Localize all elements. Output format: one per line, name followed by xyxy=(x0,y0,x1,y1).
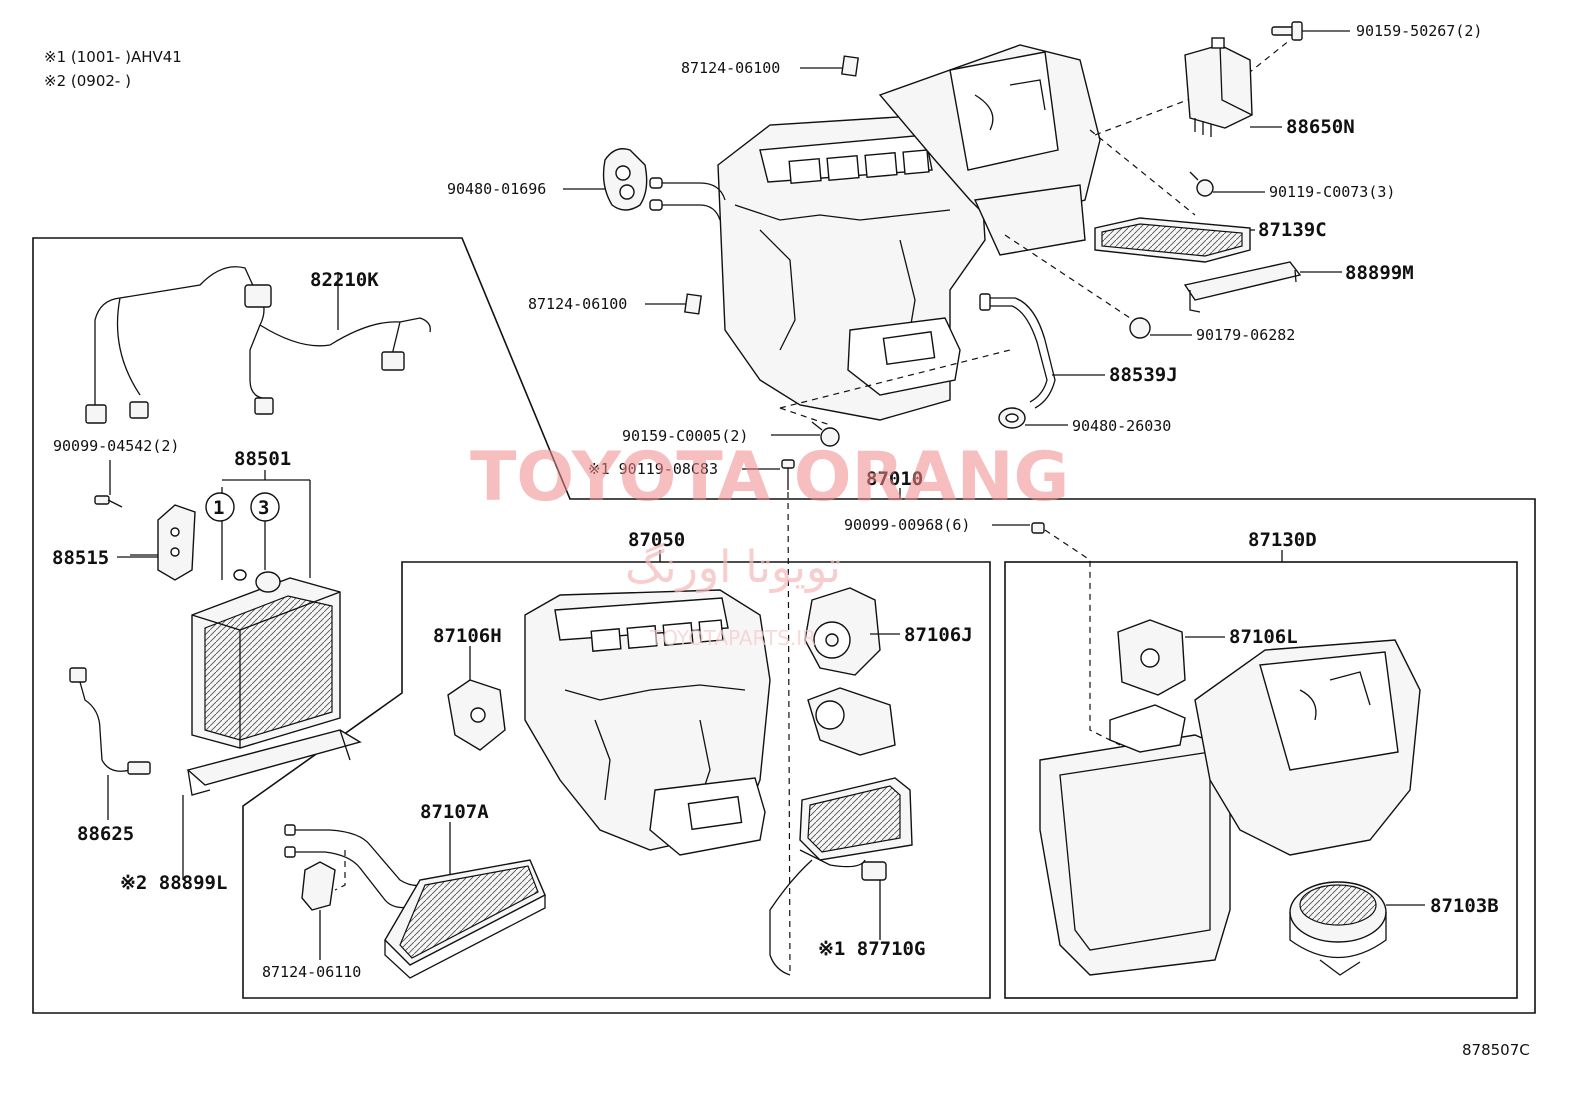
callout-1-label: 1 xyxy=(213,497,224,519)
watermark-brand: TOYOTA ORANG xyxy=(470,438,1069,517)
frame-87050 xyxy=(242,561,991,999)
screw-90119-C0073-drawing xyxy=(1189,171,1214,197)
hose-88539J-drawing xyxy=(979,293,1056,409)
callout-circle-1 xyxy=(205,492,235,522)
label-88650N: 88650N xyxy=(1286,116,1355,138)
label-87124-06100-mid: 87124-06100 xyxy=(528,295,627,313)
sensor-88625-drawing xyxy=(69,667,151,775)
screw-90159-50267-drawing xyxy=(1271,21,1303,41)
label-90480-26030: 90480-26030 xyxy=(1072,417,1171,435)
screw-90119-08C83-drawing xyxy=(781,459,795,976)
label-82210K: 82210K xyxy=(310,269,379,291)
leader-lines xyxy=(107,30,1425,960)
cover-88899L-drawing xyxy=(186,729,362,796)
frame-outer-87010 xyxy=(32,237,1536,1014)
frame-87130D xyxy=(1004,561,1518,999)
label-90099-04542: 90099-04542(2) xyxy=(53,437,179,455)
hvac-assembly-drawing xyxy=(649,39,1291,426)
label-88501: 88501 xyxy=(234,448,291,470)
label-87050: 87050 xyxy=(628,529,685,551)
label-87710G: ※1 87710G xyxy=(818,938,925,960)
label-88899L: ※2 88899L xyxy=(120,872,227,894)
label-87130D: 87130D xyxy=(1248,529,1317,551)
label-90119-08C83: ※1 90119-08C83 xyxy=(588,460,718,478)
label-90099-00968: 90099-00968(6) xyxy=(844,516,970,534)
screw-90099-00968-drawing xyxy=(1031,522,1121,746)
blower-motor-87103B-drawing xyxy=(1289,881,1387,976)
heater-case-87050-drawing xyxy=(524,589,771,856)
label-87107A: 87107A xyxy=(420,801,489,823)
grommet-90480-26030-drawing xyxy=(998,407,1026,429)
blower-case-87130D-drawing xyxy=(1039,639,1421,976)
callout-3-label: 3 xyxy=(258,497,269,519)
label-90159-50267: 90159-50267(2) xyxy=(1356,22,1482,40)
expansion-valve-88515-drawing xyxy=(130,504,196,581)
harness-87710G-drawing xyxy=(769,777,913,976)
label-90480-01696: 90480-01696 xyxy=(447,180,546,198)
label-90159-C0005: 90159-C0005(2) xyxy=(622,427,748,445)
evaporator-88501-drawing xyxy=(191,479,341,749)
filter-87139C-drawing xyxy=(1094,217,1251,263)
figure-code: 878507C xyxy=(1462,1041,1530,1059)
clip-87124-06110-drawing xyxy=(301,850,346,911)
watermark-arabic: تويوتا اورنگ xyxy=(625,542,841,593)
label-88625: 88625 xyxy=(77,823,134,845)
wire-harness-82210K-drawing xyxy=(85,266,431,424)
servo-87106J-drawing xyxy=(804,587,896,756)
label-87010: 87010 xyxy=(866,468,923,490)
grommet-90179-06282-drawing xyxy=(1129,317,1151,339)
label-90179-06282: 90179-06282 xyxy=(1196,326,1295,344)
label-87139C: 87139C xyxy=(1258,219,1327,241)
clip-87124-06100-mid-drawing xyxy=(684,293,702,315)
label-87103B: 87103B xyxy=(1430,895,1499,917)
label-90119-C0073: 90119-C0073(3) xyxy=(1269,183,1395,201)
cover-88899M-drawing xyxy=(1183,261,1302,313)
label-87106L: 87106L xyxy=(1229,626,1298,648)
grommet-90480-01696-drawing xyxy=(602,148,648,211)
servo-87106L-drawing xyxy=(1117,619,1186,696)
note-2: ※2 (0902- ) xyxy=(44,72,131,90)
label-87106J: 87106J xyxy=(904,624,973,646)
label-87124-06100-top: 87124-06100 xyxy=(681,59,780,77)
clip-87124-06100-top-drawing xyxy=(841,55,859,77)
servo-87106H-drawing xyxy=(447,679,506,751)
note-1: ※1 (1001- )AHV41 xyxy=(44,48,182,66)
amplifier-88650N-drawing xyxy=(1184,37,1253,137)
heater-core-87107A-drawing xyxy=(284,824,546,979)
label-87124-06110: 87124-06110 xyxy=(262,963,361,981)
screw-90159-C0005-drawing xyxy=(811,421,840,447)
callout-circle-3 xyxy=(250,492,280,522)
label-88539J: 88539J xyxy=(1109,364,1178,386)
screw-90099-04542-drawing xyxy=(94,495,123,508)
label-88515: 88515 xyxy=(52,547,109,569)
label-88899M: 88899M xyxy=(1345,262,1414,284)
label-87106H: 87106H xyxy=(433,625,502,647)
watermark-sub: TOYOTAPARTS.IR xyxy=(649,626,816,650)
